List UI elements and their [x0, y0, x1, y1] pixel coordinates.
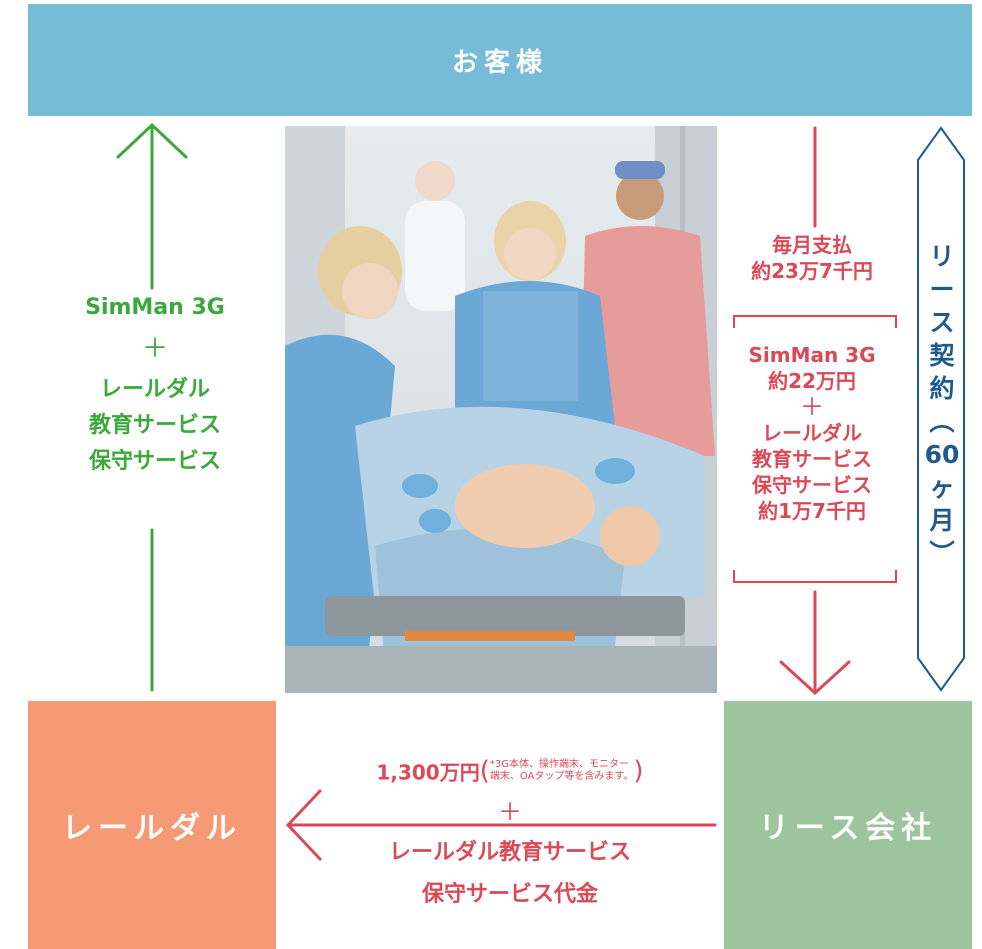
lease-company-label: リース会社: [758, 811, 938, 846]
supply-label: SimMan 3G ＋ レールダル 教育サービス 保守サービス: [50, 290, 260, 480]
red-payment-arrow: [779, 126, 851, 696]
lease-term-char: リ: [929, 242, 955, 271]
supply-plus: ＋: [141, 334, 168, 364]
lease-term-char: 60: [924, 440, 960, 469]
lease-term-frame: [917, 126, 965, 692]
laerdal-box: レールダル: [28, 701, 276, 949]
simulation-training-photo: [285, 126, 717, 693]
lease-term-label: リ ー ス 契 約 ︵ 60 ヶ 月 ︶: [920, 240, 964, 570]
laerdal-label: レールダル: [62, 811, 242, 846]
photo-illustration: [285, 126, 717, 693]
note-line-2: 端末、OAタップ等を含みます。: [489, 771, 634, 782]
purchase-plus: ＋: [498, 798, 522, 826]
supply-line-maintenance: 保守サービス: [88, 449, 221, 474]
lease-term-char: ス: [929, 308, 955, 337]
lease-term-char: ヶ: [929, 473, 955, 502]
purchase-amount: 1,300万円: [376, 760, 480, 785]
red-purchase-arrow: [285, 789, 717, 861]
lease-term-char: 契: [929, 341, 955, 370]
service-line-1: レールダル教育サービス: [388, 840, 631, 865]
breakdown-line-2: 約22万円: [768, 369, 856, 393]
payment-breakdown: SimMan 3G 約22万円 ＋ レールダル 教育サービス 保守サービス 約1…: [722, 342, 902, 524]
lease-term-char: ー: [929, 275, 955, 304]
breakdown-line-4: 教育サービス: [752, 447, 872, 471]
supply-line-education: 教育サービス: [88, 413, 221, 438]
service-line-2: 保守サービス代金: [421, 882, 598, 907]
breakdown-line-3: レールダル: [762, 421, 862, 445]
breakdown-line-5: 保守サービス: [752, 473, 872, 497]
payment-line-2: 約23万7千円: [751, 259, 873, 283]
customer-box: お客様: [28, 4, 972, 116]
breakdown-line-6: 約1万7千円: [758, 499, 866, 523]
customer-label: お客様: [451, 47, 548, 78]
purchase-price-label: 1,300万円(*3G本体、操作端末、モニター端末、OAタップ等を含みます。): [300, 756, 720, 786]
breakdown-bracket: [733, 315, 897, 583]
supply-line-simman: SimMan 3G: [85, 295, 225, 320]
monthly-payment-label: 毎月支払 約23万7千円: [722, 232, 902, 284]
payment-line-1: 毎月支払: [772, 233, 852, 257]
lease-company-box: リース会社: [724, 701, 972, 949]
service-fee-label: レールダル教育サービス 保守サービス代金: [300, 832, 720, 916]
breakdown-plus: ＋: [800, 393, 824, 421]
supply-line-laerdal: レールダル: [99, 377, 210, 402]
lease-term-char: ︶: [929, 539, 955, 568]
note-line-1: *3G本体、操作端末、モニター: [489, 759, 629, 770]
lease-term-char: ︵: [929, 407, 955, 436]
purchase-note: *3G本体、操作端末、モニター端末、OAタップ等を含みます。: [490, 759, 634, 783]
breakdown-line-1: SimMan 3G: [748, 343, 876, 367]
note-paren-open: (: [479, 756, 490, 786]
note-paren-close: ): [633, 756, 644, 786]
green-supply-arrow: [116, 122, 188, 692]
lease-term-char: 約: [929, 374, 955, 403]
lease-term-char: 月: [929, 506, 955, 535]
